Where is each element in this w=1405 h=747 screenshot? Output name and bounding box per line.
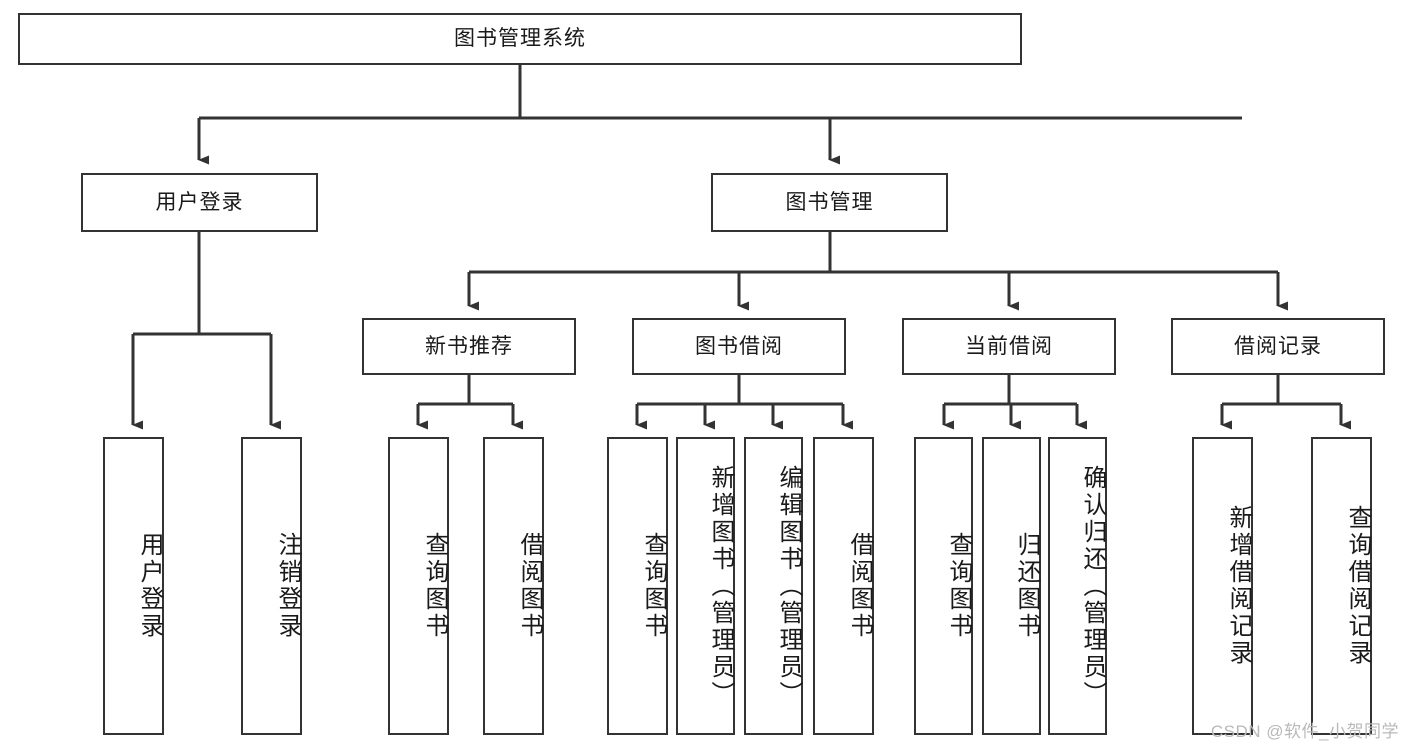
leaf-new-book-borrow[interactable]: 借阅图书 (483, 437, 544, 735)
node-label: 用户登录 (136, 532, 163, 640)
node-borrow-record[interactable]: 借阅记录 (1171, 318, 1385, 375)
leaf-current-borrow-return[interactable]: 归还图书 (982, 437, 1041, 735)
node-label: 图书管理 (785, 190, 874, 214)
node-book-borrow[interactable]: 图书借阅 (632, 318, 846, 375)
node-label: 归还图书 (1013, 532, 1040, 640)
leaf-new-book-query[interactable]: 查询图书 (388, 437, 449, 735)
node-label: 注销登录 (274, 532, 301, 640)
node-root-system[interactable]: 图书管理系统 (18, 13, 1022, 65)
leaf-borrow-record-query[interactable]: 查询借阅记录 (1311, 437, 1372, 735)
leaf-current-borrow-query[interactable]: 查询图书 (914, 437, 973, 735)
node-label: 新书推荐 (425, 334, 513, 358)
node-label: 新增图书（管理员） (707, 464, 734, 708)
node-book-management[interactable]: 图书管理 (711, 173, 948, 232)
node-label: 借阅记录 (1234, 334, 1322, 358)
node-label: 查询图书 (421, 532, 448, 640)
node-label: 借阅图书 (516, 532, 543, 640)
node-label: 编辑图书（管理员） (775, 464, 802, 708)
node-new-book-recommend[interactable]: 新书推荐 (362, 318, 576, 375)
node-label: 用户登录 (155, 190, 244, 214)
leaf-book-borrow-borrow[interactable]: 借阅图书 (813, 437, 874, 735)
node-current-borrow[interactable]: 当前借阅 (902, 318, 1116, 375)
node-label: 当前借阅 (965, 334, 1053, 358)
node-user-login[interactable]: 用户登录 (81, 173, 318, 232)
node-label: 查询借阅记录 (1344, 505, 1371, 667)
leaf-book-borrow-add-admin[interactable]: 新增图书（管理员） (676, 437, 735, 735)
leaf-book-borrow-query[interactable]: 查询图书 (607, 437, 668, 735)
node-label: 借阅图书 (846, 532, 873, 640)
node-label: 确认归还（管理员） (1079, 464, 1106, 708)
leaf-borrow-record-add[interactable]: 新增借阅记录 (1192, 437, 1253, 735)
leaf-current-borrow-confirm-admin[interactable]: 确认归还（管理员） (1048, 437, 1107, 735)
leaf-book-borrow-edit-admin[interactable]: 编辑图书（管理员） (744, 437, 803, 735)
leaf-user-login-signout[interactable]: 注销登录 (241, 437, 302, 735)
leaf-user-login-signin[interactable]: 用户登录 (103, 437, 164, 735)
watermark-text: CSDN @软件_小贺同学 (1210, 722, 1399, 741)
node-label: 图书借阅 (695, 334, 783, 358)
node-label: 查询图书 (945, 532, 972, 640)
node-label: 图书管理系统 (454, 27, 586, 51)
node-label: 查询图书 (640, 532, 667, 640)
node-label: 新增借阅记录 (1225, 505, 1252, 667)
